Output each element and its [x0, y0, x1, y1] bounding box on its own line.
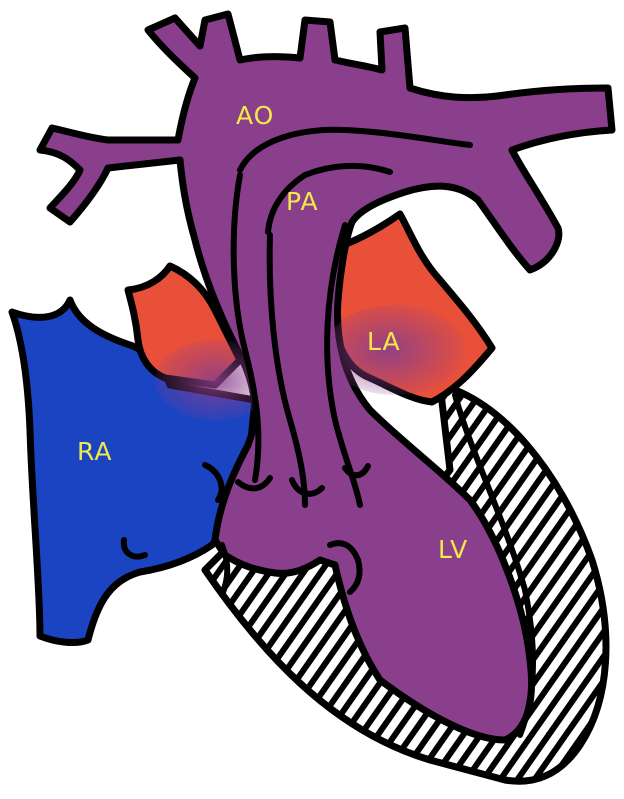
label-right-atrium: RA	[77, 437, 112, 466]
label-aorta: AO	[236, 101, 274, 130]
label-pulmonary-artery: PA	[286, 187, 319, 216]
label-left-atrium: LA	[367, 327, 401, 356]
label-left-ventricle: LV	[438, 535, 468, 564]
